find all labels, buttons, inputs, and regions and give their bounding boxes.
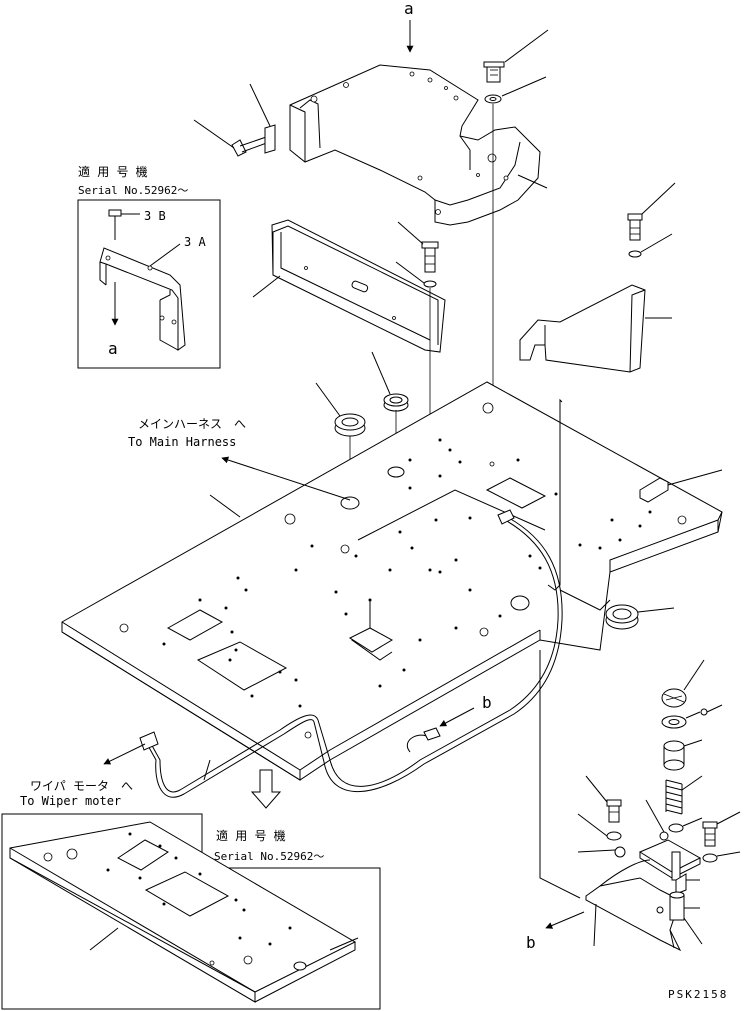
to-main-harness-callout: メインハーネス へ To Main Harness	[128, 417, 351, 501]
bushing	[663, 739, 703, 771]
b-center-callout: b	[439, 693, 492, 727]
grommet-right-floor	[605, 604, 675, 630]
bolt-bottom-right	[702, 811, 741, 863]
main-harness-jp: メインハーネス へ	[138, 417, 246, 431]
inset-bottom-serial: Serial No.52962～	[214, 850, 324, 863]
switch-plate	[539, 859, 703, 952]
hollow-down-arrow	[250, 769, 282, 809]
b-bottom-label: b	[526, 933, 536, 952]
inset-bottom-title: 適 用 号 機	[216, 828, 286, 843]
view-a-arrow: a	[404, 0, 414, 53]
wire-harness	[139, 398, 563, 798]
inset-top-frame	[77, 199, 221, 369]
leader-upper-bracket	[517, 174, 548, 189]
knob-cap	[661, 659, 723, 729]
inset-3a-label: 3 A	[184, 235, 206, 249]
bolt-upper-right	[483, 29, 549, 600]
washer-spring	[668, 823, 684, 833]
switch-bracket	[577, 799, 702, 895]
inset-bottom-frame	[1, 813, 381, 1010]
floor-plate	[61, 381, 723, 781]
inset-top-serial: Serial No.52962～	[78, 184, 188, 197]
floor-plate-dots	[162, 438, 652, 708]
b-center-label: b	[482, 693, 492, 712]
inset-3b-label: 3 B	[144, 209, 166, 223]
view-a-label: a	[404, 0, 414, 18]
drawing-code: PSK2158	[668, 988, 728, 1001]
upper-bracket-cover	[289, 64, 541, 226]
left-panel-cover	[252, 219, 446, 353]
spring	[665, 775, 703, 815]
b-bottom-callout: b	[526, 911, 585, 952]
wiper-motor-en: To Wiper moter	[20, 794, 121, 808]
screw-clip-upper-left	[193, 83, 276, 157]
leader-harness	[203, 759, 211, 781]
right-side-cover	[519, 284, 672, 373]
inset-top-left: 適 用 号 機 Serial No.52962～ 3 B 3 A a	[77, 164, 221, 369]
to-wiper-motor-callout: ワイパ モータ へ To Wiper moter	[20, 743, 146, 808]
inset-top-title: 適 用 号 機	[78, 164, 148, 179]
bolt-bottom-left	[577, 775, 622, 841]
main-harness-en: To Main Harness	[128, 435, 236, 449]
wiper-motor-jp: ワイパ モータ へ	[30, 779, 133, 793]
inset-bottom-left: 適 用 号 機 Serial No.52962～	[1, 813, 381, 1010]
grommet-small-left	[371, 351, 409, 465]
inset-a-label: a	[108, 339, 118, 358]
leader-washer	[682, 817, 703, 827]
bolt-right-cover	[627, 182, 676, 258]
